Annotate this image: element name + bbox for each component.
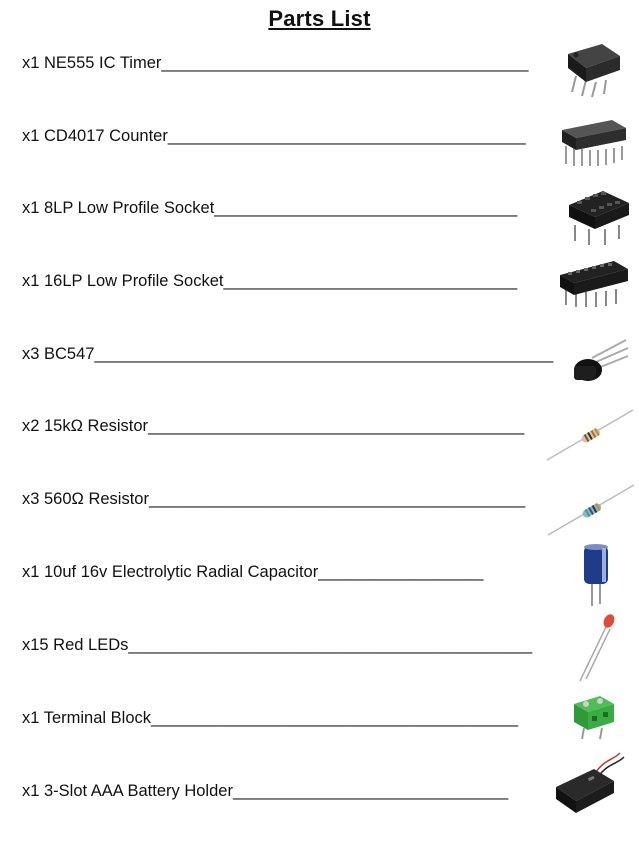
resistor-icon: [546, 483, 636, 539]
dip8-chip-icon: [562, 40, 624, 98]
part-label: x1 NE555 IC Timer_______________________…: [22, 54, 529, 72]
part-row: x2 15kΩ Resistor________________________…: [22, 408, 635, 468]
part-label: x1 3-Slot AAA Battery Holder____________…: [22, 782, 509, 800]
part-label: x3 BC547________________________________…: [22, 345, 554, 363]
transistor-icon: [568, 336, 630, 391]
led-icon: [578, 613, 618, 683]
part-label: x3 560Ω Resistor________________________…: [22, 490, 526, 508]
part-label: x15 Red LEDs____________________________…: [22, 636, 533, 654]
part-row: x15 Red LEDs____________________________…: [22, 614, 632, 687]
part-row: x3 560Ω Resistor________________________…: [22, 481, 635, 541]
capacitor-icon: [582, 542, 612, 608]
part-row: x1 NE555 IC Timer_______________________…: [22, 44, 632, 105]
terminal-block-icon: [570, 694, 618, 740]
part-row: x1 Terminal Block_______________________…: [22, 696, 632, 760]
part-row: x1 3-Slot AAA Battery Holder____________…: [22, 752, 632, 833]
part-label: x1 16LP Low Profile Socket______________…: [22, 272, 518, 290]
resistor-icon: [545, 408, 635, 464]
part-label: x2 15kΩ Resistor________________________…: [22, 417, 525, 435]
battery-holder-icon: [554, 751, 626, 817]
part-row: x3 BC547________________________________…: [22, 336, 632, 396]
part-row: x1 10uf 16v Electrolytic Radial Capacito…: [22, 544, 632, 614]
part-label: x1 8LP Low Profile Socket_______________…: [22, 199, 518, 217]
part-label: x1 10uf 16v Electrolytic Radial Capacito…: [22, 563, 484, 581]
part-label: x1 CD4017 Counter_______________________…: [22, 127, 526, 145]
dip16-socket-icon: [558, 259, 630, 309]
page-title: Parts List: [268, 6, 371, 31]
part-row: x1 8LP Low Profile Socket_______________…: [22, 190, 632, 250]
dip16-chip-icon: [560, 118, 628, 168]
part-row: x1 CD4017 Counter_______________________…: [22, 118, 632, 178]
dip8-socket-icon: [565, 185, 633, 247]
part-row: x1 16LP Low Profile Socket______________…: [22, 261, 632, 323]
part-label: x1 Terminal Block_______________________…: [22, 709, 519, 727]
